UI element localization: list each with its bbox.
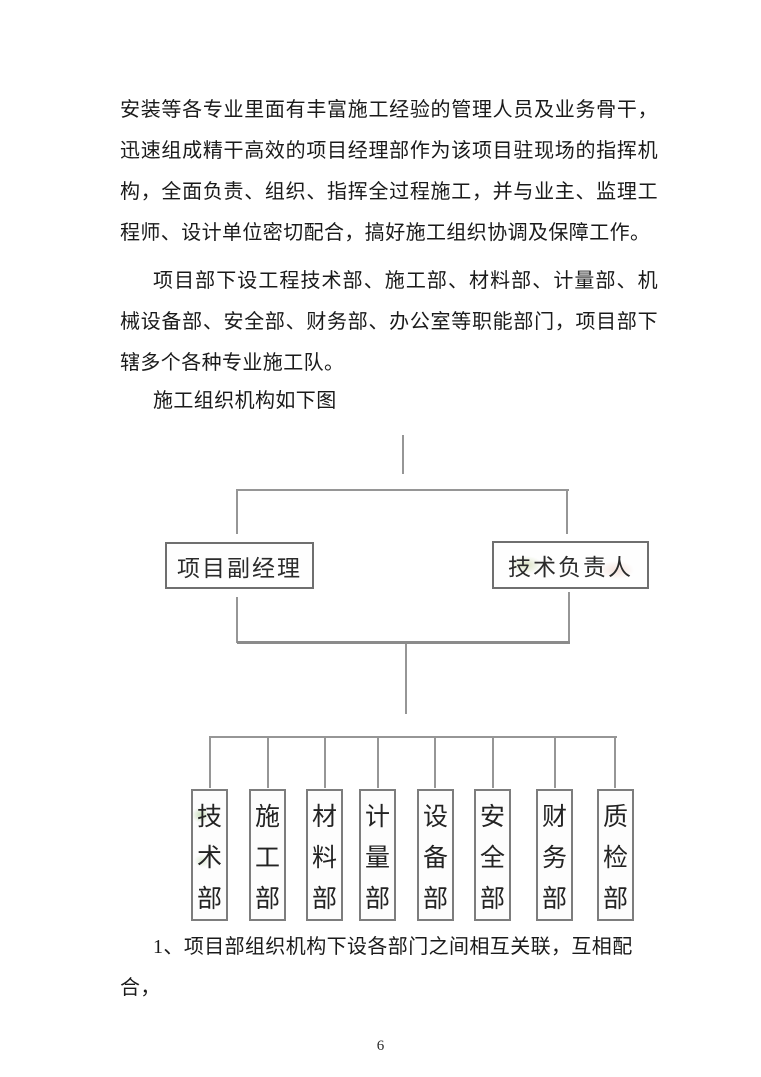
connector-left-drop-upper xyxy=(236,489,238,534)
org-box-dept-technical: 技术部 xyxy=(191,789,228,921)
connector-dept-drop-1 xyxy=(209,736,211,788)
connector-dept-drop-2 xyxy=(267,736,269,788)
list-item-text: 项目部组织机构下设各部门之间相互关联，互相配合， xyxy=(120,936,633,999)
org-box-dept-materials: 材料部 xyxy=(306,789,343,921)
org-box-dept-finance: 财务部 xyxy=(536,789,573,921)
connector-dept-drop-6 xyxy=(492,736,494,788)
org-box-dept-construction: 施工部 xyxy=(249,789,286,921)
connector-right-drop-lower xyxy=(568,592,570,643)
connector-top-stub xyxy=(402,435,404,474)
connector-right-drop-upper xyxy=(566,490,568,534)
org-box-dept-equipment: 设备部 xyxy=(417,789,454,921)
org-box-dept-quality: 质检部 xyxy=(597,789,634,921)
connector-dept-drop-8 xyxy=(614,736,616,788)
chart-caption: 施工组织机构如下图 xyxy=(153,390,337,412)
connector-dept-drop-7 xyxy=(554,736,556,788)
org-box-dept-safety: 安全部 xyxy=(474,789,511,921)
org-box-label: 技术负责人 xyxy=(508,555,633,580)
connector-dept-drop-5 xyxy=(434,736,436,788)
list-item-marker: 1、 xyxy=(153,936,184,958)
page-number: 6 xyxy=(376,1038,385,1054)
connector-center-drop xyxy=(405,644,407,714)
org-box-deputy-project-manager: 项目副经理 xyxy=(165,542,314,589)
org-box-technical-director: 技术负责人 xyxy=(492,541,649,589)
connector-horizontal-bottom xyxy=(209,736,617,738)
connector-dept-drop-4 xyxy=(377,736,379,788)
connector-left-drop-lower xyxy=(236,597,238,643)
org-box-dept-measurement: 计量部 xyxy=(359,789,396,921)
paragraph-list-item-1: 1、项目部组织机构下设各部门之间相互关联，互相配合， xyxy=(120,927,658,1009)
connector-dept-drop-3 xyxy=(324,736,326,788)
paragraph-departments: 项目部下设工程技术部、施工部、材料部、计量部、机械设备部、安全部、财务部、办公室… xyxy=(120,270,658,374)
org-box-label: 项目副经理 xyxy=(177,555,302,581)
paragraph-management-team: 安装等各专业里面有丰富施工经验的管理人员及业务骨干，迅速组成精干高效的项目经理部… xyxy=(120,99,658,244)
connector-horizontal-top xyxy=(237,489,569,491)
connector-horizontal-middle xyxy=(237,641,570,644)
